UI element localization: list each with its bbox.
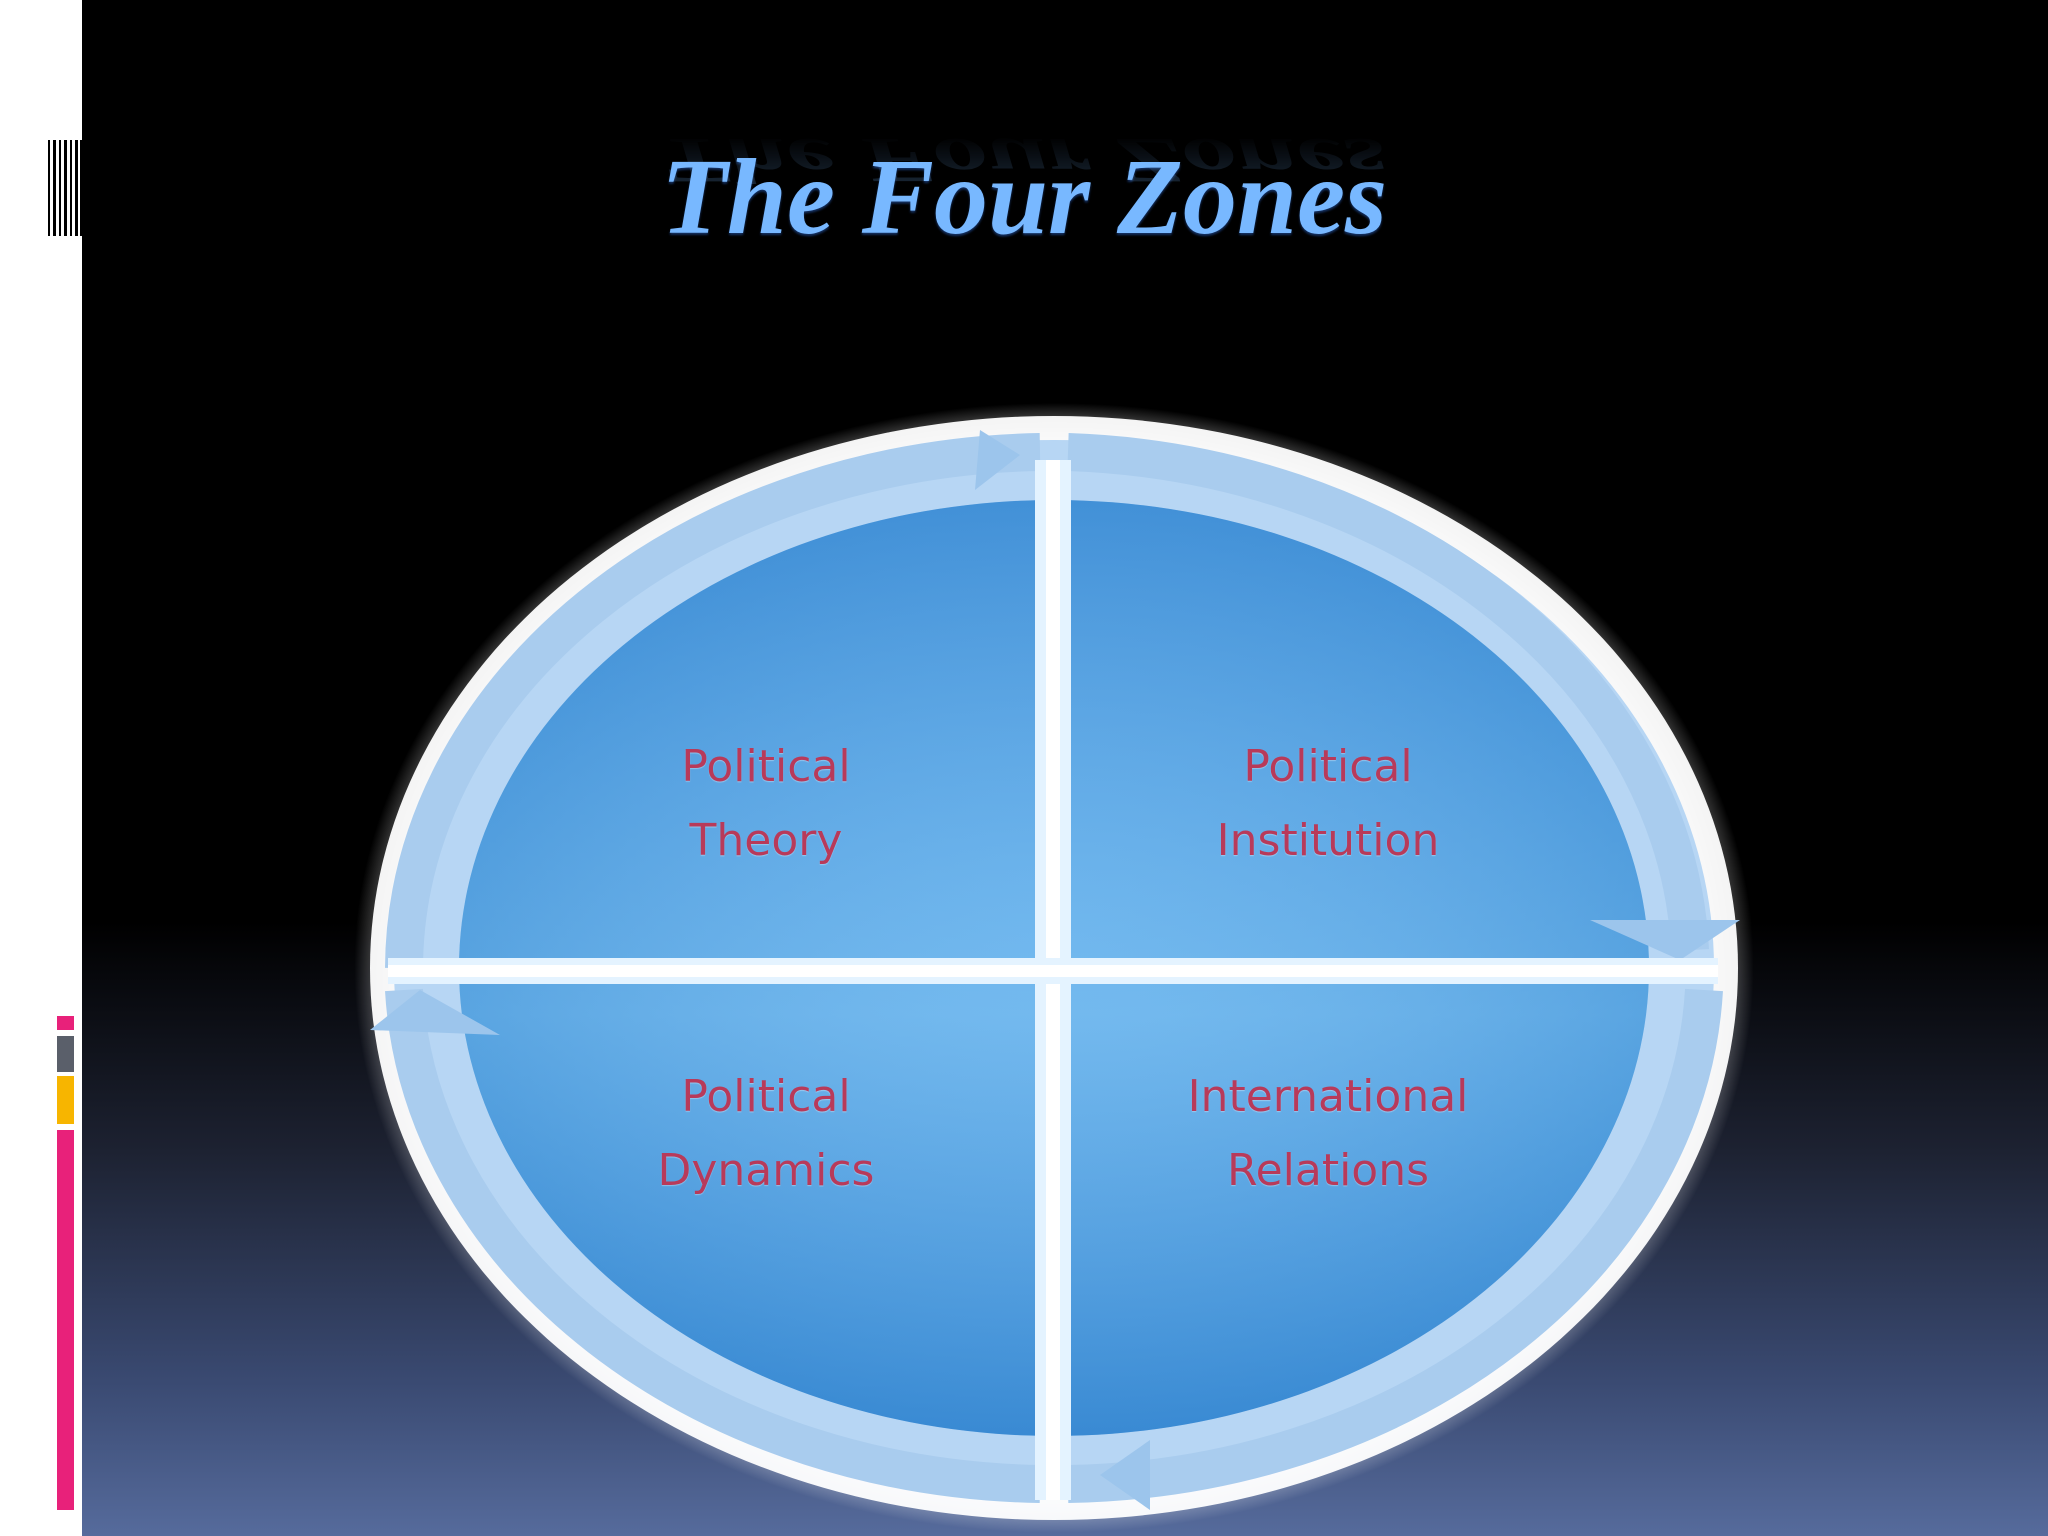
accent-bar-gray [57,1036,74,1072]
arrowhead-bottom [1100,1440,1150,1510]
zone-label-line1: International [1187,1071,1469,1122]
zone-label-line2: Dynamics [657,1145,875,1196]
arrowhead-left [370,990,500,1035]
arrow-bottom-left [385,988,1041,1503]
zone-label-line1: Political [681,741,851,792]
zone-label-line2: Theory [689,815,843,866]
zone-label-line2: Institution [1216,815,1440,866]
zone-label-line2: Relations [1226,1145,1430,1196]
zone-label-line1: Political [1243,741,1413,792]
slide-title: The Four Zones [660,138,1388,257]
accent-bar-magenta-top [57,1016,74,1030]
accent-bar-yellow [57,1076,74,1124]
decorative-stripes [48,140,82,236]
accent-bar-magenta [57,1130,74,1510]
zone-political-institution: Political Institution [1118,730,1538,878]
zone-label-line1: Political [681,1071,851,1122]
arrowhead-right [1590,920,1740,960]
zone-political-dynamics: Political Dynamics [556,1060,976,1208]
arrow-top-right [1067,433,1709,951]
arrow-bottom-right [1067,988,1723,1503]
arrowhead-top [975,430,1020,490]
arrow-top-left [385,433,1041,969]
zone-international-relations: International Relations [1118,1060,1538,1208]
zone-political-theory: Political Theory [556,730,976,878]
